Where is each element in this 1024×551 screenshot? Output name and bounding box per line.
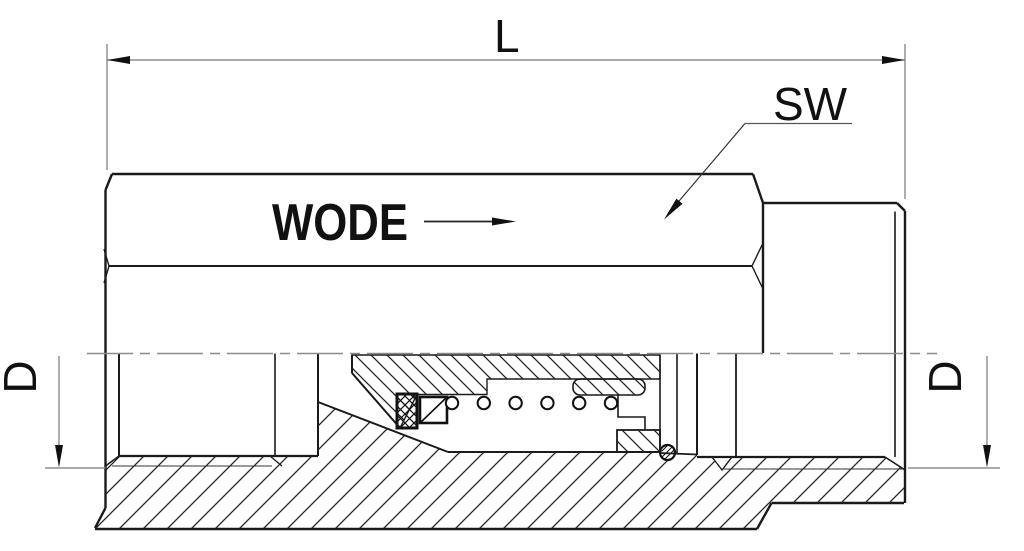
- spring-coil: [444, 395, 460, 411]
- body-section-hatch: [95, 402, 905, 529]
- length-label: L: [494, 10, 520, 62]
- hex-body-outline: [93, 172, 907, 531]
- leader-arrowhead-icon: [664, 198, 683, 220]
- guide-block: [616, 429, 661, 453]
- dimension-diameter-left: D: [0, 356, 106, 469]
- guide-step: [617, 395, 646, 430]
- thread-major-lines: [112, 465, 903, 470]
- spring-coils: [444, 395, 619, 411]
- dimension-wrench-size: SW: [664, 78, 852, 220]
- spring-coil: [508, 395, 523, 411]
- brand-mark: WODE: [272, 194, 516, 252]
- spring-coil: [572, 395, 587, 411]
- spring-cage-lip: [572, 378, 646, 396]
- diameter-right-label: D: [919, 360, 971, 393]
- down-arrowhead-icon: [55, 445, 63, 468]
- flow-arrow-icon: [492, 217, 516, 226]
- brand-label: WODE: [272, 194, 408, 252]
- diameter-left-label: D: [0, 360, 46, 393]
- hex-facet-edges: [103, 242, 764, 290]
- spring-coil: [476, 395, 491, 411]
- internal-edges: [105, 211, 906, 471]
- seat-seal: [395, 392, 419, 430]
- dimension-length: L: [106, 10, 906, 199]
- spring-coil: [603, 395, 619, 411]
- arrowhead-right-icon: [882, 56, 905, 64]
- down-arrowhead-icon: [983, 445, 991, 468]
- spring-plate: [418, 395, 449, 425]
- wrench-size-label: SW: [773, 78, 848, 130]
- spring-coil: [540, 395, 555, 411]
- dimension-diameter-right: D: [908, 356, 1000, 469]
- snap-ring: [658, 443, 677, 462]
- arrowhead-left-icon: [107, 56, 130, 64]
